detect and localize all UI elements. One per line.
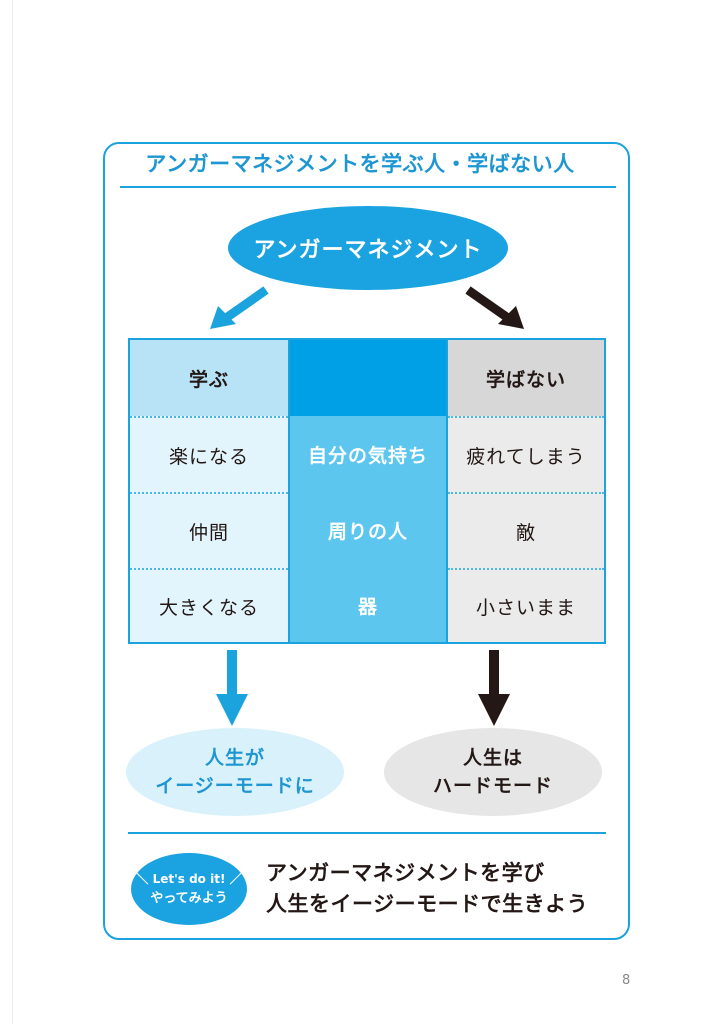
diagram-card <box>103 142 630 940</box>
arrow-right-down-icon <box>465 286 524 329</box>
header-not-learn: 学ばない <box>448 340 604 416</box>
outcome-learn-line2: イージーモードに <box>155 775 315 797</box>
table-cell: 周りの人 <box>288 492 448 568</box>
page-number: 8 <box>622 973 631 988</box>
outcome-learn-line1: 人生が <box>204 747 265 769</box>
badge-line2: やってみよう <box>150 891 228 906</box>
diagram-title: アンガーマネジメントを学ぶ人・学ばない人 <box>145 152 575 176</box>
table-cell: 仲間 <box>130 492 288 568</box>
comparison-table: 学ぶ 学ばない 楽になる 自分の気持ち 疲れてしまう 仲間 周りの人 敵 大きく… <box>128 338 606 644</box>
table-cell: 大きくなる <box>130 568 288 642</box>
header-middle <box>288 340 448 416</box>
section-divider <box>128 832 606 834</box>
anger-management-node: アンガーマネジメント <box>228 206 508 290</box>
outcome-not-learn: 人生は ハードモード <box>384 728 602 816</box>
table-cell: 自分の気持ち <box>288 416 448 492</box>
arrow-down-blue-icon <box>216 650 248 726</box>
header-learn: 学ぶ <box>130 340 288 416</box>
table-cell: 楽になる <box>130 416 288 492</box>
outcome-not-learn-line1: 人生は <box>462 747 523 769</box>
title-underline <box>120 186 616 188</box>
page-edge-line <box>12 0 13 1024</box>
closing-message: アンガーマネジメントを学び 人生をイージーモードで生きよう <box>266 858 588 920</box>
slogan-line1: アンガーマネジメントを学び <box>266 861 545 885</box>
outcome-not-learn-line2: ハードモード <box>432 775 553 797</box>
table-cell: 器 <box>288 568 448 642</box>
table-cell: 敵 <box>448 492 604 568</box>
outcome-learn: 人生が イージーモードに <box>126 728 344 816</box>
arrow-down-dark-icon <box>478 650 510 726</box>
slogan-line2: 人生をイージーモードで生きよう <box>266 892 589 916</box>
badge-line1: ＼ Let's do it! ／ <box>136 872 242 886</box>
table-cell: 小さいまま <box>448 568 604 642</box>
arrow-left-down-icon <box>210 286 269 329</box>
table-cell: 疲れてしまう <box>448 416 604 492</box>
lets-do-it-badge: ＼ Let's do it! ／ やってみよう <box>131 853 247 925</box>
